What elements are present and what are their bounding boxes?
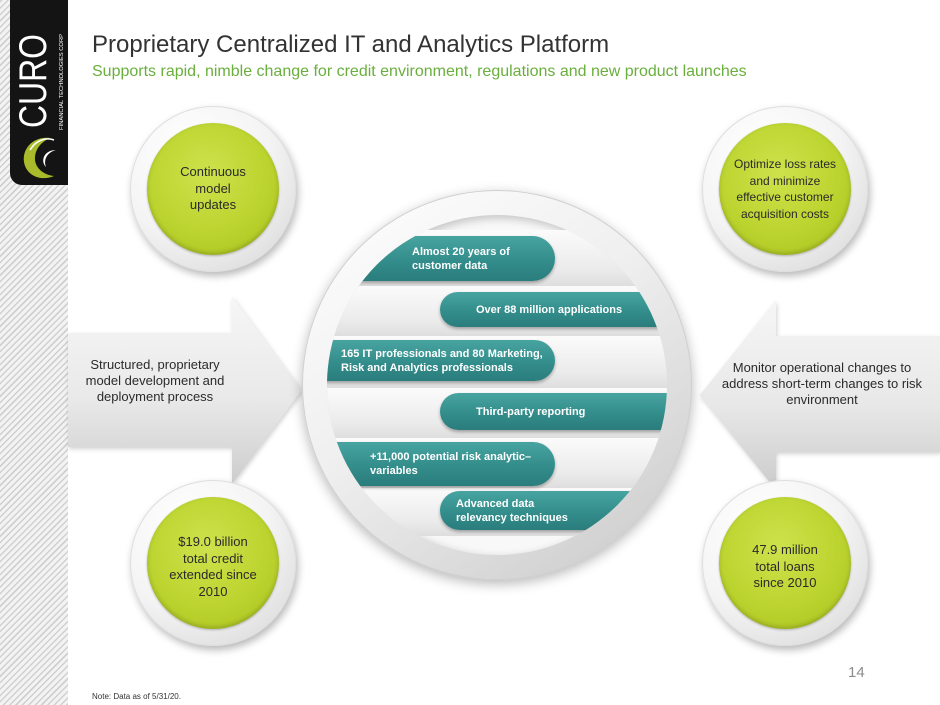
data-bar-label: Over 88 million applications (476, 303, 623, 316)
center-circle: Almost 20 years of customer data Over 88… (302, 190, 692, 580)
data-bar-label: +11,000 potential risk analytic– variabl… (370, 451, 532, 477)
green-disc: $19.0 billion total credit extended sinc… (147, 497, 279, 629)
right-arrow (700, 300, 940, 490)
circle-total-loans: 47.9 million total loans since 2010 (702, 480, 868, 646)
circle-continuous-model-updates: Continuous model updates (130, 106, 296, 272)
data-bar-label: Advanced data relevancy techniques (456, 497, 568, 524)
circle-text: 47.9 million total loans since 2010 (752, 542, 818, 591)
page-number: 14 (848, 664, 865, 681)
data-bar-label: Third-party reporting (476, 405, 586, 418)
left-arrow (68, 296, 302, 484)
data-bar: +11,000 potential risk analytic– variabl… (327, 442, 555, 486)
green-disc: Optimize loss rates and minimize effecti… (719, 123, 851, 255)
green-disc: Continuous model updates (147, 123, 279, 255)
data-bar: 165 IT professionals and 80 Marketing, R… (327, 340, 555, 381)
circle-text: Continuous model updates (180, 164, 246, 213)
left-arrow-text: Structured, proprietary model developmen… (85, 357, 225, 404)
curo-swirl-icon (23, 137, 56, 179)
data-bar: Third-party reporting (440, 393, 667, 430)
page-subtitle: Supports rapid, nimble change for credit… (92, 63, 747, 80)
data-bar-label: 165 IT professionals and 80 Marketing, R… (341, 347, 543, 374)
circle-text: Optimize loss rates and minimize effecti… (733, 157, 837, 221)
circle-optimize-loss-rates: Optimize loss rates and minimize effecti… (702, 106, 868, 272)
data-bar: Advanced data relevancy techniques (440, 491, 667, 530)
logo-tagline: FINANCIAL TECHNOLOGIES CORP (59, 33, 65, 130)
page-title: Proprietary Centralized IT and Analytics… (92, 31, 610, 58)
data-bar: Almost 20 years of customer data (327, 236, 555, 281)
circle-text: $19.0 billion total credit extended sinc… (169, 534, 257, 599)
logo-wordmark: CURO (12, 34, 55, 128)
right-arrow-text: Monitor operational changes to address s… (721, 360, 923, 407)
data-bar-label: Almost 20 years of customer data (412, 245, 510, 272)
data-bar: Over 88 million applications (440, 292, 667, 327)
curo-logo-graphic: CURO FINANCIAL TECHNOLOGIES CORP (12, 33, 65, 179)
center-circle-inner: Almost 20 years of customer data Over 88… (327, 215, 667, 555)
circle-total-credit-extended: $19.0 billion total credit extended sinc… (130, 480, 296, 646)
green-disc: 47.9 million total loans since 2010 (719, 497, 851, 629)
footnote: Note: Data as of 5/31/20. (92, 692, 181, 701)
curo-logo: CURO FINANCIAL TECHNOLOGIES CORP (10, 0, 68, 185)
